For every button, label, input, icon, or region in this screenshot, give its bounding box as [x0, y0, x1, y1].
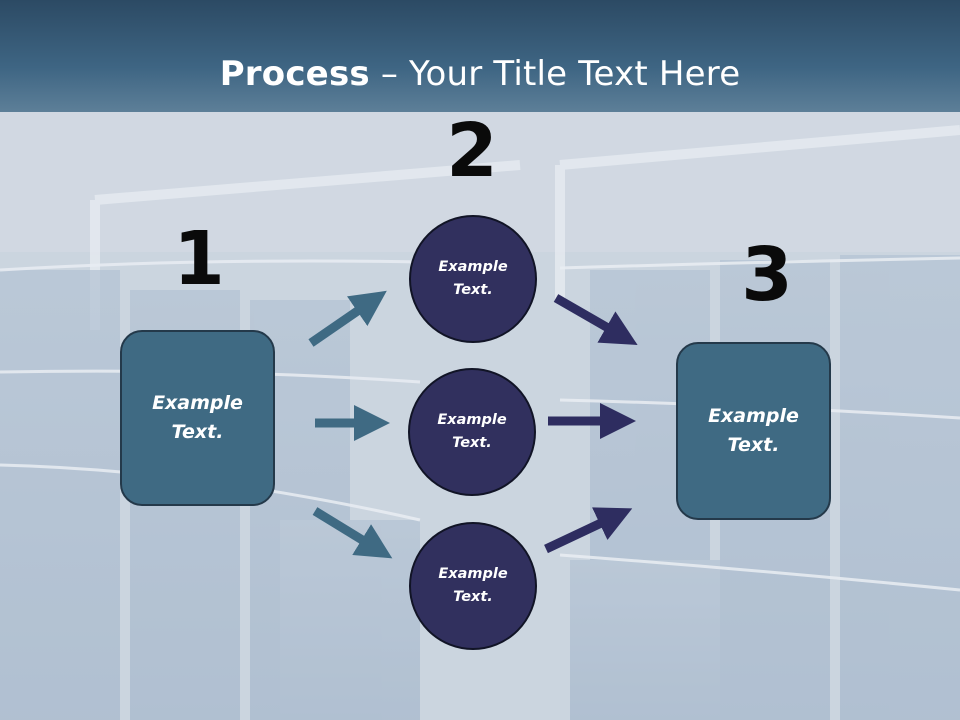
circle-top-text: Example Text.	[438, 259, 508, 298]
end-box-text: Example Text.	[708, 405, 799, 456]
title-rest: – Your Title Text Here	[369, 54, 741, 94]
title-band	[0, 0, 960, 112]
step-number-3: 3	[741, 232, 793, 318]
arrow-bottom-to-end	[544, 507, 633, 554]
start-box: Example Text.	[120, 330, 275, 506]
arrow-start-to-top	[308, 290, 387, 347]
circle-top: Example Text.	[409, 215, 537, 343]
end-box: Example Text.	[676, 342, 831, 520]
circle-middle-text: Example Text.	[437, 412, 507, 451]
step-number-2: 2	[446, 108, 498, 194]
arrow-top-to-end	[553, 294, 638, 345]
title-bold: Process	[219, 54, 370, 94]
arrow-icon	[308, 290, 638, 559]
slide-title: Process – Your Title Text Here	[0, 52, 960, 96]
circle-bottom: Example Text.	[409, 522, 537, 650]
start-box-text: Example Text.	[152, 392, 243, 443]
step-number-1: 1	[173, 216, 225, 302]
circle-middle: Example Text.	[408, 368, 536, 496]
arrow-start-to-bottom	[312, 507, 393, 559]
circle-bottom-text: Example Text.	[438, 566, 508, 605]
